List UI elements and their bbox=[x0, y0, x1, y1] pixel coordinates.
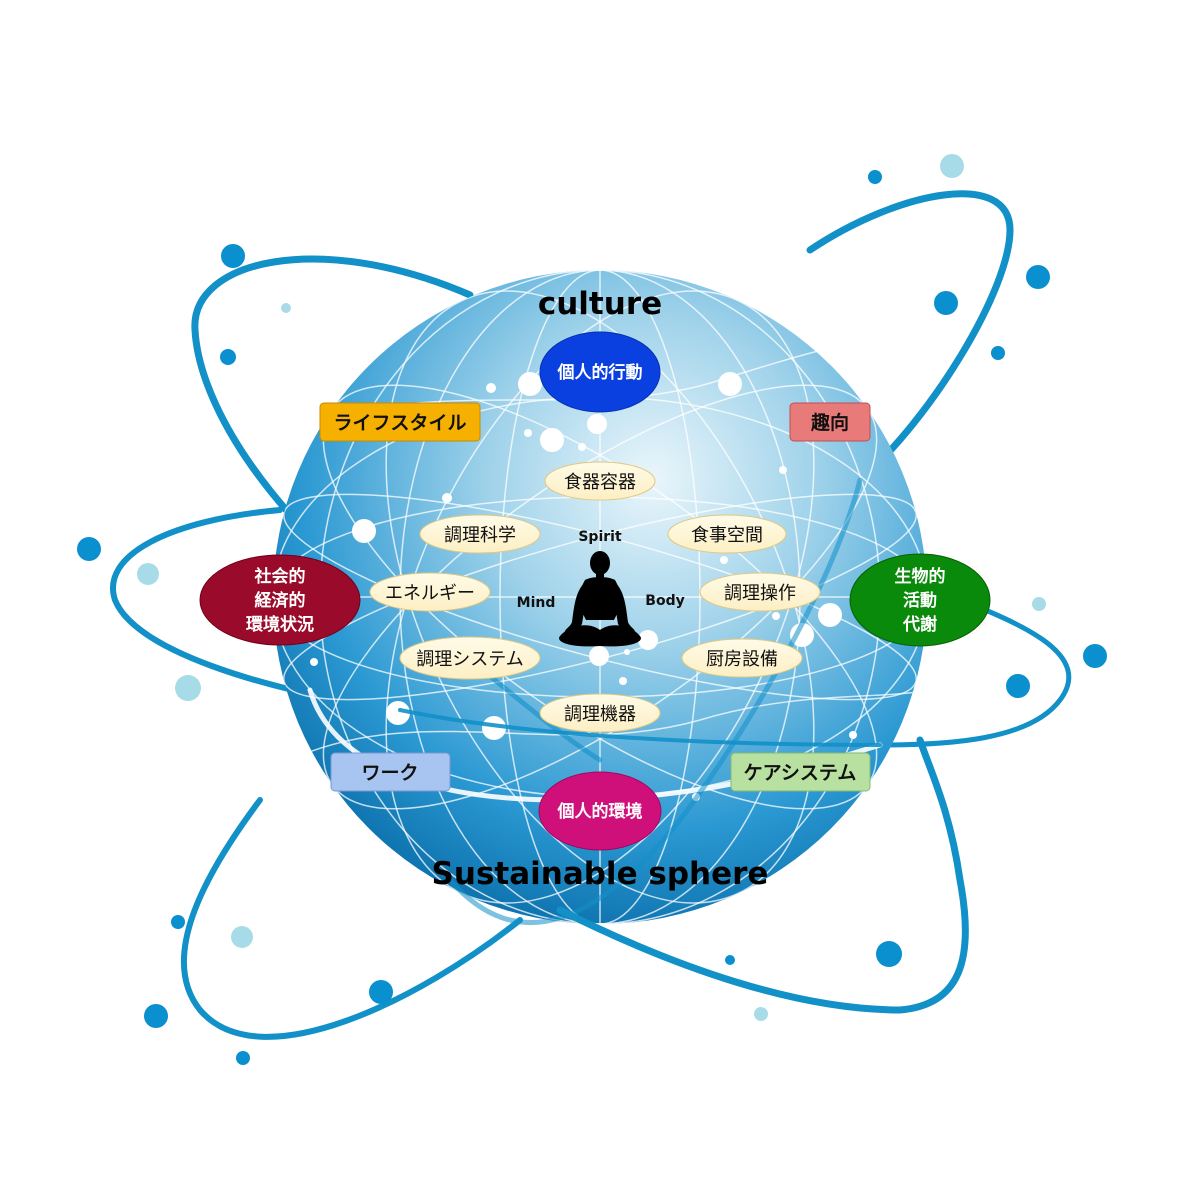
bottom-title: Sustainable sphere bbox=[432, 856, 769, 892]
pill-cooking-appliance-label: 調理機器 bbox=[564, 704, 636, 725]
pill-cooking-appliance: 調理機器 bbox=[539, 693, 661, 733]
oval-socioeconomic-line-1: 社会的 bbox=[254, 566, 306, 587]
top-title: culture bbox=[538, 286, 662, 322]
tag-lifestyle-label: ライフスタイル bbox=[333, 412, 466, 434]
tag-preference-label: 趣向 bbox=[810, 411, 849, 434]
pill-dining-space: 食事空間 bbox=[667, 514, 787, 554]
pill-cooking-operation-label: 調理操作 bbox=[724, 583, 796, 604]
spirit-label: Spirit bbox=[578, 529, 622, 545]
mind-label: Mind bbox=[517, 595, 556, 611]
pill-energy: エネルギー bbox=[369, 572, 491, 612]
oval-biological: 生物的 活動 代謝 bbox=[849, 553, 991, 647]
oval-biological-line-2: 活動 bbox=[903, 590, 937, 611]
pill-cooking-science: 調理科学 bbox=[419, 514, 541, 554]
oval-socioeconomic-line-3: 環境状況 bbox=[246, 614, 314, 635]
orbit-dots bbox=[77, 154, 1107, 1065]
oval-personal-environment: 個人的環境 bbox=[538, 771, 662, 851]
oval-personal-environment-label: 個人的環境 bbox=[557, 801, 643, 822]
pill-cooking-science-label: 調理科学 bbox=[444, 525, 516, 546]
pill-tableware-label: 食器容器 bbox=[564, 472, 636, 493]
oval-socioeconomic-line-2: 経済的 bbox=[255, 590, 306, 611]
pill-kitchen-equipment-label: 厨房設備 bbox=[706, 649, 778, 670]
pill-cooking-system-label: 調理システム bbox=[416, 649, 523, 670]
body-label: Body bbox=[645, 593, 684, 609]
tag-work-label: ワーク bbox=[361, 762, 418, 784]
pill-energy-label: エネルギー bbox=[385, 583, 475, 604]
tag-work: ワーク bbox=[330, 752, 451, 792]
pill-cooking-operation: 調理操作 bbox=[699, 572, 821, 612]
oval-personal-action: 個人的行動 bbox=[539, 331, 661, 413]
oval-biological-line-3: 代謝 bbox=[902, 614, 937, 635]
tag-care-system: ケアシステム bbox=[730, 752, 871, 792]
meditating-person-icon bbox=[559, 551, 641, 647]
pill-tableware: 食器容器 bbox=[544, 461, 656, 501]
tag-preference: 趣向 bbox=[789, 402, 871, 442]
globe-nodes bbox=[310, 372, 857, 801]
oval-biological-line-1: 生物的 bbox=[895, 566, 946, 587]
pill-dining-space-label: 食事空間 bbox=[691, 525, 763, 546]
tag-care-system-label: ケアシステム bbox=[744, 762, 857, 784]
tag-lifestyle: ライフスタイル bbox=[319, 402, 481, 442]
pill-kitchen-equipment: 厨房設備 bbox=[681, 638, 803, 678]
oval-socioeconomic: 社会的 経済的 環境状況 bbox=[199, 554, 361, 646]
pill-cooking-system: 調理システム bbox=[399, 636, 541, 680]
oval-personal-action-label: 個人的行動 bbox=[557, 362, 643, 383]
